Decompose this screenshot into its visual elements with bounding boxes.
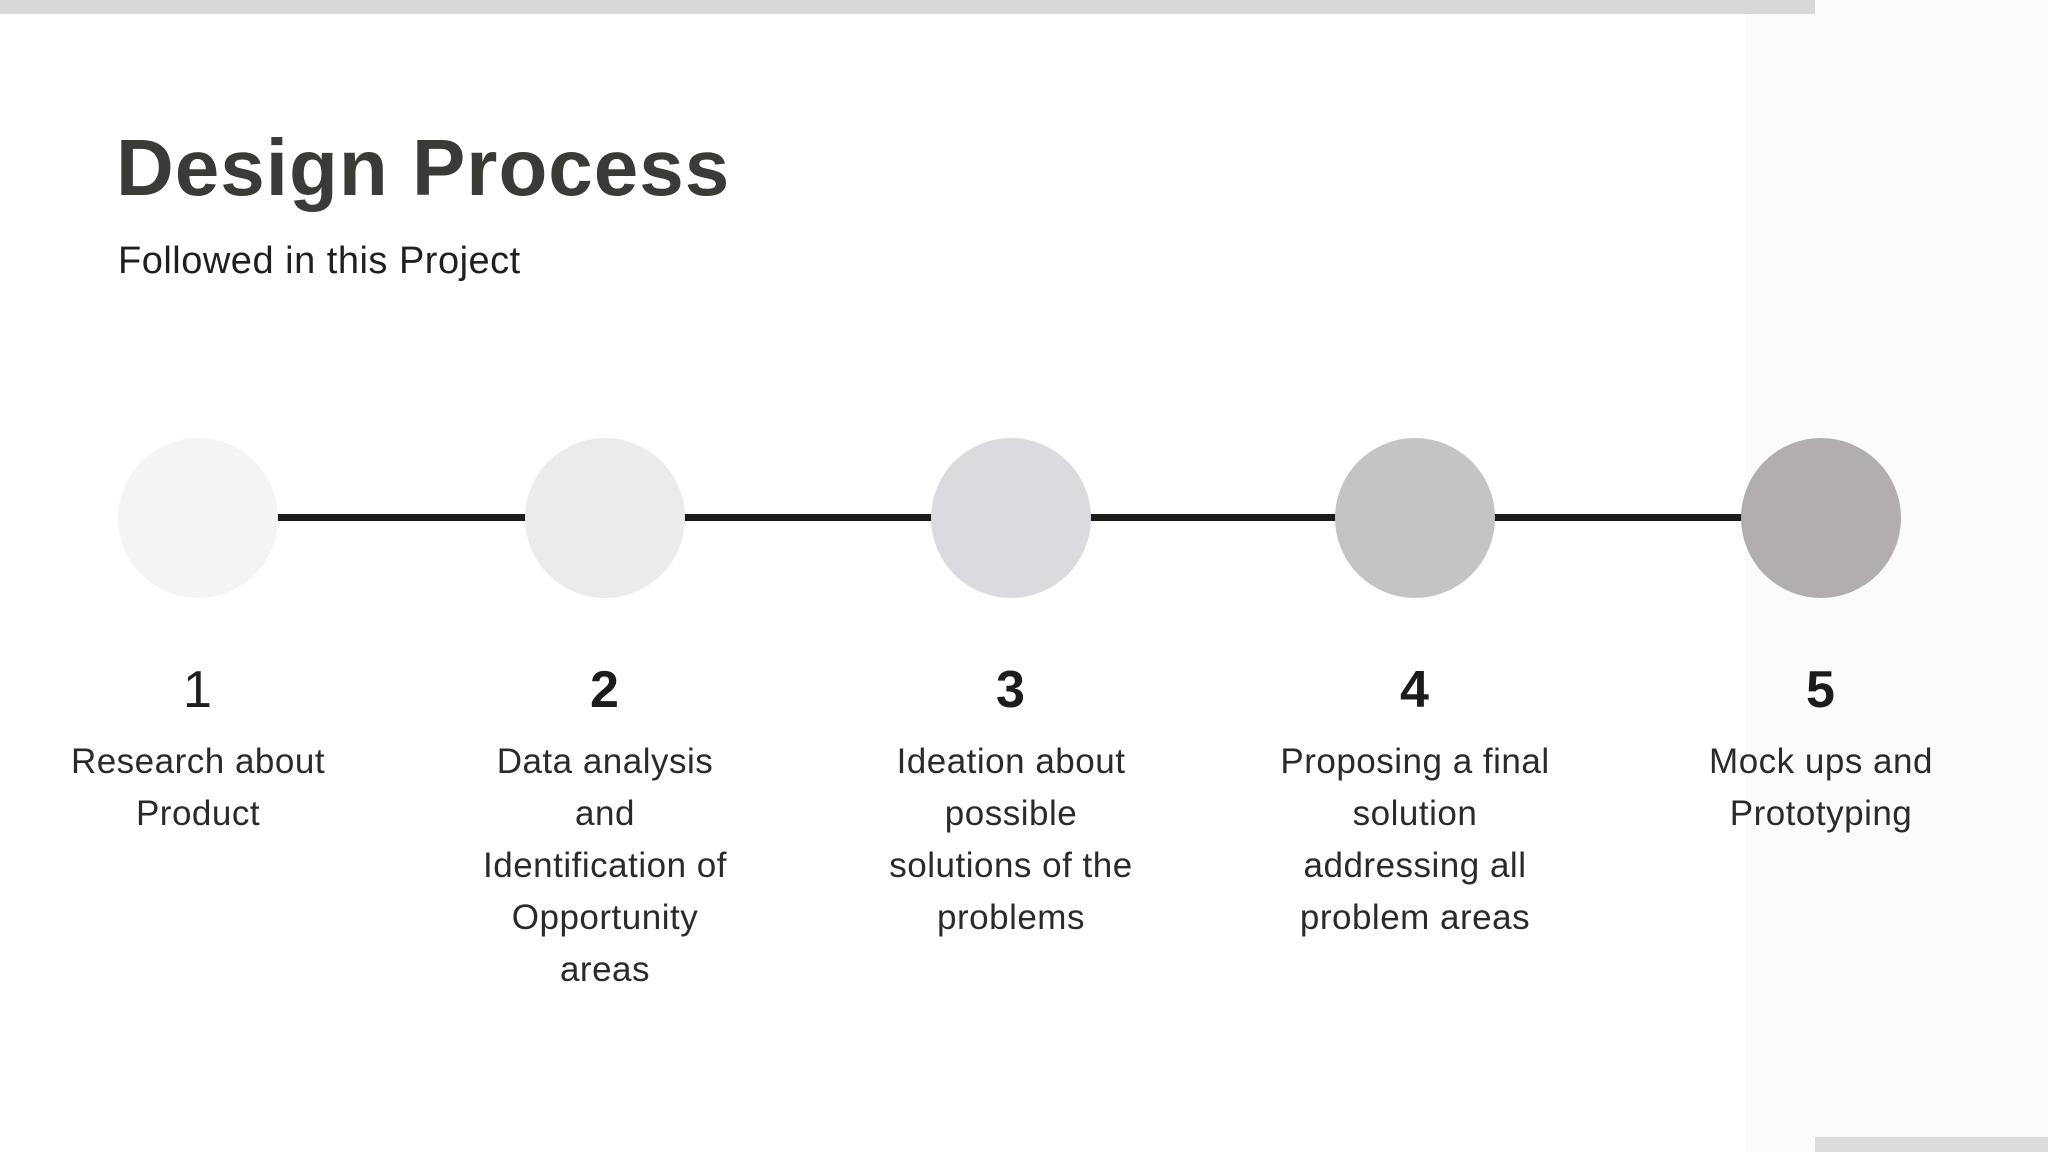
step-2-label: Data analysis and Identification of Oppo… bbox=[483, 742, 727, 989]
step-3-circle bbox=[931, 438, 1091, 598]
step-1-label: Research about Product bbox=[70, 742, 326, 833]
step-3-label: Ideation about possible solutions of the… bbox=[889, 742, 1133, 937]
step-1-circle bbox=[118, 438, 278, 598]
step-2-circle bbox=[525, 438, 685, 598]
step-2-number: 2 bbox=[590, 661, 620, 719]
viewer-bottom-bar bbox=[1815, 1137, 2048, 1152]
step-5-circle bbox=[1741, 438, 1901, 598]
page-subtitle: Followed in this Project bbox=[118, 240, 521, 282]
step-4-number: 4 bbox=[1400, 661, 1430, 719]
viewer-top-bar bbox=[0, 0, 1815, 14]
step-4-circle bbox=[1335, 438, 1495, 598]
step-5-number: 5 bbox=[1806, 661, 1836, 719]
page-title: Design Process bbox=[116, 123, 731, 212]
step-5-label: Mock ups and Prototyping bbox=[1709, 742, 1933, 833]
step-1-number: 1 bbox=[183, 661, 213, 719]
step-3-number: 3 bbox=[996, 661, 1026, 719]
step-4-label: Proposing a final solution addressing al… bbox=[1280, 742, 1550, 937]
